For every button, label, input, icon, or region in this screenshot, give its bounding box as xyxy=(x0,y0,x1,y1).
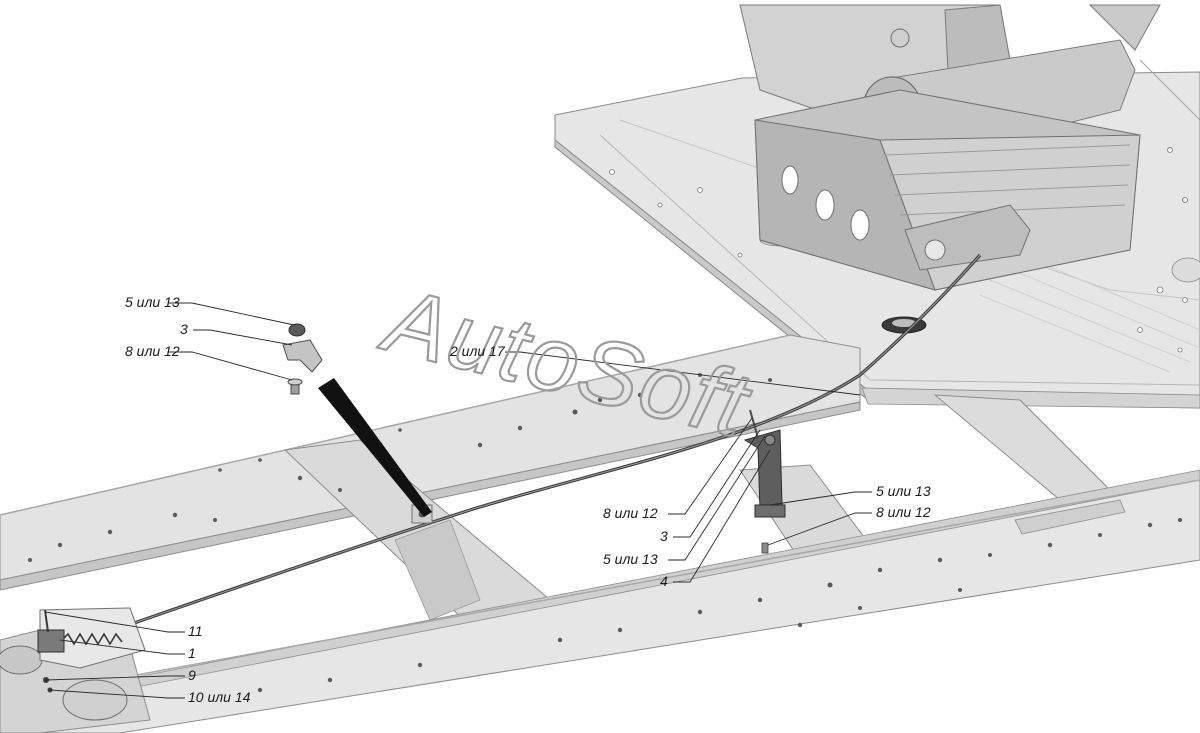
explode-direction-arrow xyxy=(318,378,432,517)
callout-label: 3 xyxy=(180,321,188,337)
callout-label: 2 или 17 xyxy=(449,343,506,359)
chassis-frame xyxy=(0,334,1200,733)
callout-label: 5 или 13 xyxy=(125,294,180,310)
exploded-clamp-parts xyxy=(282,323,323,395)
driver-seat xyxy=(739,4,1161,291)
cable-bracket-upper xyxy=(743,409,786,518)
callout-label: 11 xyxy=(188,623,203,639)
callout-label: 10 или 14 xyxy=(188,689,251,705)
leader-lines xyxy=(44,302,872,699)
parking-brake-cable xyxy=(119,253,982,630)
callout-label: 1 xyxy=(188,645,196,661)
cable-spring-and-lever xyxy=(37,607,146,693)
callout-label: 5 или 13 xyxy=(876,483,931,499)
bolt-right xyxy=(761,542,769,554)
callout-label: 8 или 12 xyxy=(876,504,931,520)
callout-label: 5 или 13 xyxy=(603,551,658,567)
callout-label: 9 xyxy=(188,667,196,683)
callout-label: 4 xyxy=(660,573,668,589)
callout-labels: 5 или 13 3 8 или 12 2 или 17 8 или 12 3 … xyxy=(125,294,931,705)
callout-label: 8 или 12 xyxy=(603,505,658,521)
callout-label: 8 или 12 xyxy=(125,343,180,359)
callout-label: 3 xyxy=(660,528,668,544)
